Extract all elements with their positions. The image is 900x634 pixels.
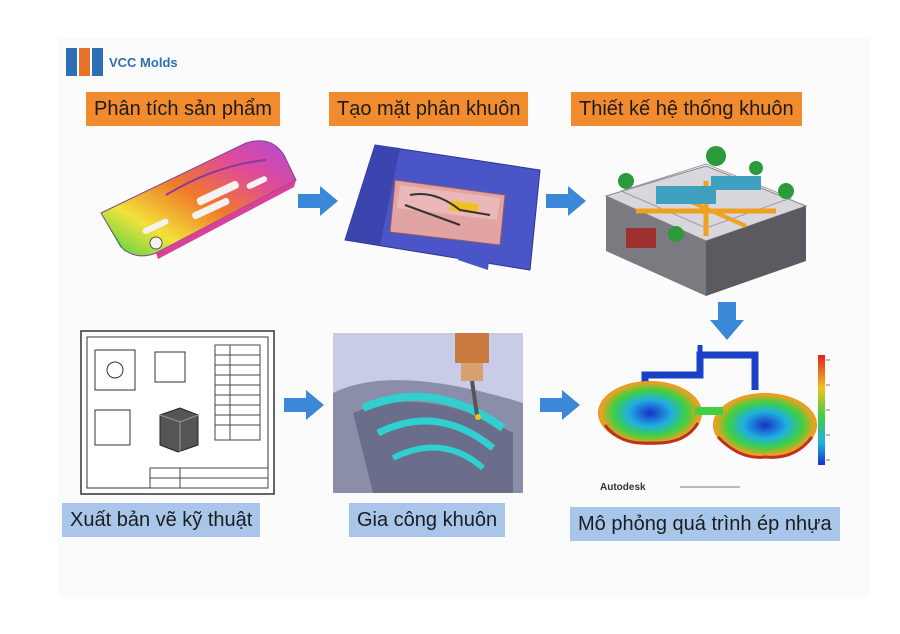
- mold-design-image: [604, 146, 808, 296]
- step-label-machining: Gia công khuôn: [349, 503, 506, 537]
- brand-logo: VCC Molds: [66, 48, 178, 76]
- parting-surface-image: [344, 144, 541, 271]
- brand-name: VCC Molds: [109, 54, 178, 70]
- step-label-mold-design: Thiết kế hệ thống khuôn: [571, 92, 802, 126]
- flow-arrow-4-icon: [540, 390, 580, 420]
- step-label-parting-surface: Tạo mặt phân khuôn: [329, 92, 529, 126]
- flow-arrow-1-icon: [298, 186, 338, 216]
- step-label-injection-simulation: Mô phỏng quá trình ép nhựa: [570, 507, 840, 541]
- injection-simulation-image: [598, 345, 830, 488]
- product-analysis-image: [100, 140, 297, 259]
- autodesk-watermark: Autodesk: [600, 482, 646, 493]
- machining-image: [333, 333, 523, 493]
- flow-arrow-3-icon: [284, 390, 324, 420]
- step-label-product-analysis: Phân tích sản phẩm: [86, 92, 280, 126]
- flow-arrow-down-icon: [710, 302, 744, 340]
- technical-drawing-image: [80, 330, 275, 495]
- flow-arrow-2-icon: [546, 186, 586, 216]
- step-label-technical-drawing: Xuất bản vẽ kỹ thuật: [62, 503, 261, 537]
- brand-mark-icon: [66, 48, 103, 76]
